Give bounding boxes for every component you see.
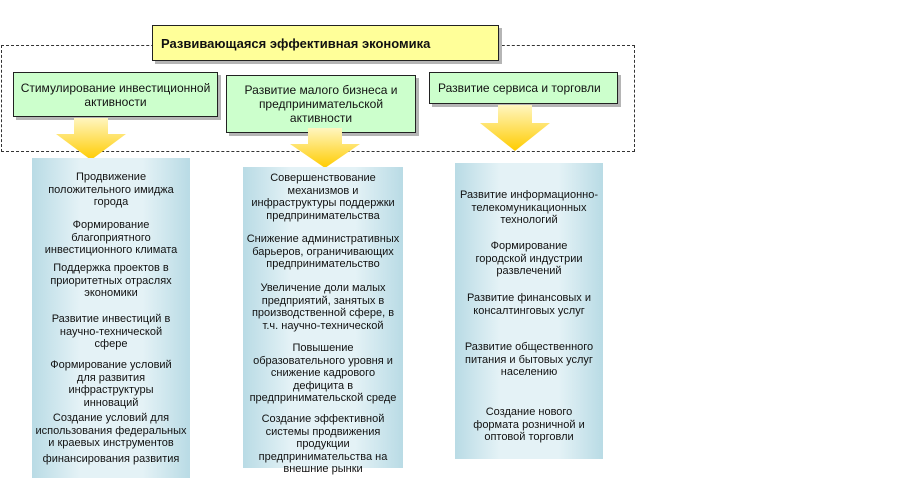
list-item: Развитие информационно-телекомуникационн… <box>459 189 599 226</box>
list-item: Формирование условий для развития инфрас… <box>50 359 172 409</box>
list-item: Совершенствование механизмов и инфрастру… <box>251 172 395 222</box>
list-item: Снижение административных барьеров, огра… <box>246 233 400 270</box>
list-item: Создание эффективной системы продвижения… <box>258 413 388 475</box>
down-arrow-icon <box>290 128 360 168</box>
list-item: финансирования развития <box>42 453 180 465</box>
column-service-trade: Развитие информационно-телекомуникационн… <box>455 163 603 459</box>
diagram-title: Развивающаяся эффективная экономика <box>152 25 499 61</box>
down-arrow-icon <box>56 118 126 160</box>
list-item: Формирование благоприятного инвестиционн… <box>44 219 178 256</box>
list-item: Развитие финансовых и консалтинговых усл… <box>467 292 592 317</box>
column-heading-small-business: Развитие малого бизнеса и предпринимател… <box>226 75 416 133</box>
column-heading-service-trade: Развитие сервиса и торговли <box>429 72 618 104</box>
list-item: Создание условий для использования федер… <box>35 412 187 449</box>
list-item: Повышение образовательного уровня и сниж… <box>249 342 397 404</box>
list-item: Создание нового формата розничной и опто… <box>473 406 585 443</box>
list-item: Формирование городской индустрии развлеч… <box>475 240 583 277</box>
list-item: Развитие инвестиций в научно-технической… <box>51 313 171 350</box>
list-item: Поддержка проектов в приоритетных отрасл… <box>50 262 172 299</box>
list-item: Увеличение доли малых предприятий, занят… <box>251 282 395 332</box>
list-item: Продвижение положительного имиджа города <box>48 171 174 208</box>
list-item: Развитие общественного питания и бытовых… <box>464 341 594 378</box>
column-small-business: Совершенствование механизмов и инфрастру… <box>243 167 403 475</box>
column-investment: Продвижение положительного имиджа города… <box>32 158 190 478</box>
down-arrow-icon <box>480 105 550 151</box>
column-heading-investment: Стимулирование инвестиционной активности <box>13 72 218 117</box>
